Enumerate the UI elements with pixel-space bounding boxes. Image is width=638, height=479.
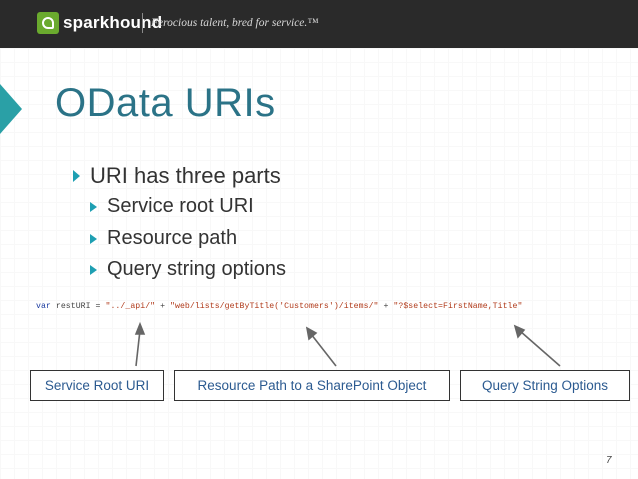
arrow-resource-path [310, 333, 337, 367]
bullet-text: Query string options [107, 258, 286, 280]
code-service-root: "../_api/" [105, 302, 156, 311]
bullet-text: URI has three parts [90, 163, 281, 188]
code-query-string: "?$select=FirstName,Title" [393, 302, 523, 311]
slide-title: OData URIs [55, 81, 276, 125]
arrow-head [513, 324, 526, 339]
bullet-text: Service root URI [107, 195, 254, 217]
bullet-text: Resource path [107, 227, 238, 249]
code-resource-path: "web/lists/getByTitle('Customers')/items… [170, 302, 379, 311]
bullet-item: URI has three parts [73, 163, 281, 189]
arrow-head [305, 326, 318, 341]
header-divider [142, 13, 143, 33]
arrow-query-string [519, 330, 561, 367]
sub-bullet-item: Resource path [90, 227, 237, 250]
callout-resource-path: Resource Path to a SharePoint Object [174, 370, 450, 401]
brand-name: sparkhound [63, 13, 163, 32]
background-pattern [0, 48, 638, 479]
bullet-arrow-icon [90, 264, 97, 275]
title-arrow-icon [0, 84, 22, 134]
sub-bullet-item: Query string options [90, 258, 286, 281]
page-number: 7 [606, 455, 612, 466]
sparkhound-logo-icon [37, 12, 59, 34]
bullet-arrow-icon [90, 201, 97, 212]
tagline: Ferocious talent, bred for service.™ [151, 17, 319, 29]
code-snippet: var restURI = "../_api/" + "web/lists/ge… [36, 302, 522, 311]
code-keyword: var [36, 302, 51, 311]
code-plus: + [378, 302, 394, 311]
code-plus: + [155, 302, 171, 311]
arrow-head [134, 321, 146, 335]
header-bar: sparkhound Ferocious talent, bred for se… [0, 0, 638, 48]
bullet-arrow-icon [73, 170, 80, 182]
code-variable: restURI = [50, 302, 106, 311]
bullet-arrow-icon [90, 233, 97, 244]
callout-query-string: Query String Options [460, 370, 630, 401]
arrow-service-root [135, 329, 141, 367]
sub-bullet-item: Service root URI [90, 195, 254, 218]
callout-service-root: Service Root URI [30, 370, 164, 401]
